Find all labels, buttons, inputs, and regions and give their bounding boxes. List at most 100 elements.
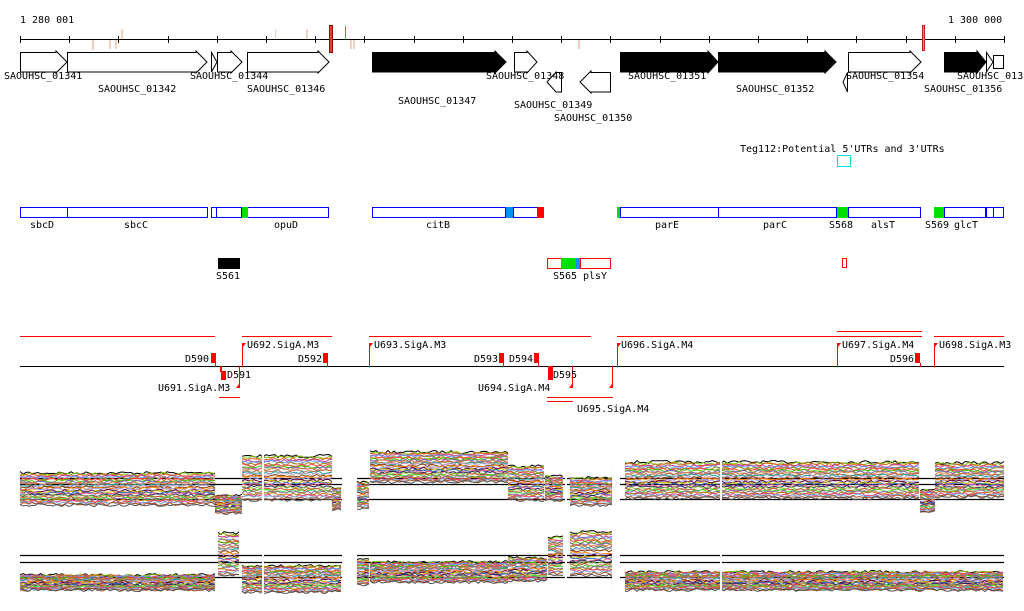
promoter-label[interactable]: U698.SigA.M3 xyxy=(939,340,1011,351)
gene-label[interactable]: SAOUHSC_01351 xyxy=(628,71,706,82)
promoter-label[interactable]: U692.SigA.M3 xyxy=(247,340,319,351)
gene-label[interactable]: SAOUHSC_01352 xyxy=(736,84,814,95)
gene-arrow[interactable] xyxy=(579,69,611,95)
feature[interactable] xyxy=(986,207,994,218)
gene-label[interactable]: SAOUHSC_01346 xyxy=(247,84,325,95)
feature-parC[interactable] xyxy=(718,207,837,218)
feature[interactable] xyxy=(211,207,217,218)
gene-label[interactable]: SAOUHSC_01350 xyxy=(554,113,632,124)
expression-trace xyxy=(547,553,564,557)
promoter-label[interactable]: D595 xyxy=(553,370,577,381)
gene-label[interactable]: SAOUHSC_01344 xyxy=(190,71,268,82)
gene-arrow[interactable] xyxy=(620,49,719,75)
srna-plsY[interactable] xyxy=(580,258,611,269)
expression-trace xyxy=(934,476,1005,481)
gene-arrow[interactable] xyxy=(20,49,68,75)
expression-trace xyxy=(20,495,216,500)
promoter-label[interactable]: U696.SigA.M4 xyxy=(621,340,693,351)
ruler-marker[interactable] xyxy=(329,25,333,53)
gene-label[interactable]: SAOUHSC_01354 xyxy=(846,71,924,82)
promoter-label[interactable]: D594 xyxy=(509,354,533,365)
ruler-end-label: 1 300 000 xyxy=(948,15,1002,26)
expression-trace xyxy=(507,576,548,581)
promoter-label[interactable]: D592 xyxy=(298,354,322,365)
expression-trace xyxy=(547,543,564,547)
gene-arrow[interactable] xyxy=(247,49,330,75)
feature-alsT[interactable] xyxy=(848,207,921,218)
srna-marker[interactable] xyxy=(617,207,620,218)
promoter-label[interactable]: D593 xyxy=(474,354,498,365)
feature-glcT[interactable] xyxy=(944,207,986,218)
gene-arrow[interactable] xyxy=(514,49,538,75)
gene-arrow[interactable] xyxy=(217,49,243,75)
gene-label[interactable]: SAOUHSC_013 xyxy=(957,71,1023,82)
gene-label[interactable]: SAOUHSC_01342 xyxy=(98,84,176,95)
feature[interactable] xyxy=(993,207,1004,218)
expression-trace xyxy=(19,494,216,499)
srna-label: S565 xyxy=(553,271,577,282)
gene-arrow[interactable] xyxy=(842,72,848,93)
gene-arrow[interactable] xyxy=(944,49,987,75)
expression-trace xyxy=(369,571,509,576)
srna-marker[interactable] xyxy=(576,258,580,269)
srna-label: S561 xyxy=(216,271,240,282)
expression-trace xyxy=(569,488,613,492)
expression-trace xyxy=(569,549,613,553)
expression-trace xyxy=(19,498,216,503)
expression-trace xyxy=(217,544,240,548)
feature[interactable] xyxy=(513,207,538,218)
gene-arrow[interactable] xyxy=(546,70,562,93)
promoter-label[interactable]: D591 xyxy=(227,370,251,381)
expression-trace xyxy=(544,474,564,478)
promoter-label[interactable]: U691.SigA.M3 xyxy=(158,383,230,394)
feature[interactable] xyxy=(216,207,242,218)
expression-trace xyxy=(241,498,333,502)
srna-marker[interactable] xyxy=(242,207,248,218)
feature-citB[interactable] xyxy=(372,207,506,218)
gene-arrow[interactable] xyxy=(848,49,922,75)
expression-trace xyxy=(241,492,333,496)
gene-box[interactable] xyxy=(993,55,1004,69)
track-gap xyxy=(612,525,620,600)
gene-label[interactable]: SAOUHSC_01347 xyxy=(398,96,476,107)
promoter-label[interactable]: D596 xyxy=(890,354,914,365)
promoter-label[interactable]: U695.SigA.M4 xyxy=(577,404,649,415)
srna-S565[interactable] xyxy=(561,258,576,269)
expression-trace xyxy=(507,568,548,573)
srna-S568[interactable] xyxy=(837,207,848,218)
srna-box[interactable] xyxy=(842,258,847,268)
promoter-label[interactable]: U697.SigA.M4 xyxy=(842,340,914,351)
gene-arrow[interactable] xyxy=(986,50,994,74)
feature-parE[interactable] xyxy=(620,207,719,218)
promoter-label[interactable]: U694.SigA.M4 xyxy=(478,383,550,394)
teg112-box[interactable] xyxy=(837,155,851,167)
expression-trace xyxy=(356,583,370,587)
feature-label: S568 xyxy=(829,220,853,231)
expression-trace xyxy=(919,490,936,494)
gene-label[interactable]: SAOUHSC_01349 xyxy=(514,100,592,111)
gene-label[interactable]: SAOUHSC_01348 xyxy=(486,71,564,82)
srna-box[interactable] xyxy=(547,258,562,269)
promoter-label[interactable]: U693.SigA.M3 xyxy=(374,340,446,351)
srna-S561[interactable] xyxy=(218,258,240,269)
expression-trace xyxy=(214,505,243,510)
promoter-label[interactable]: D590 xyxy=(185,354,209,365)
gene-arrow[interactable] xyxy=(718,49,837,75)
gene-label[interactable]: SAOUHSC_01341 xyxy=(4,71,82,82)
gene-arrow[interactable] xyxy=(67,49,208,75)
gene-label[interactable]: SAOUHSC_01356 xyxy=(924,84,1002,95)
expression-trace xyxy=(934,471,1005,476)
expression-trace xyxy=(544,495,564,500)
gene-arrow[interactable] xyxy=(211,50,218,73)
expression-trace xyxy=(241,458,333,463)
ruler-marker[interactable] xyxy=(922,25,925,51)
srna-marker[interactable] xyxy=(537,207,544,218)
srna-S569[interactable] xyxy=(934,207,944,218)
expression-trace xyxy=(624,570,1004,575)
srna-marker[interactable] xyxy=(506,207,513,218)
gene-arrow[interactable] xyxy=(372,49,507,75)
feature-sbcD[interactable] xyxy=(20,207,68,218)
expression-trace xyxy=(507,557,548,562)
feature-opuD[interactable] xyxy=(247,207,329,218)
feature-sbcC[interactable] xyxy=(67,207,208,218)
